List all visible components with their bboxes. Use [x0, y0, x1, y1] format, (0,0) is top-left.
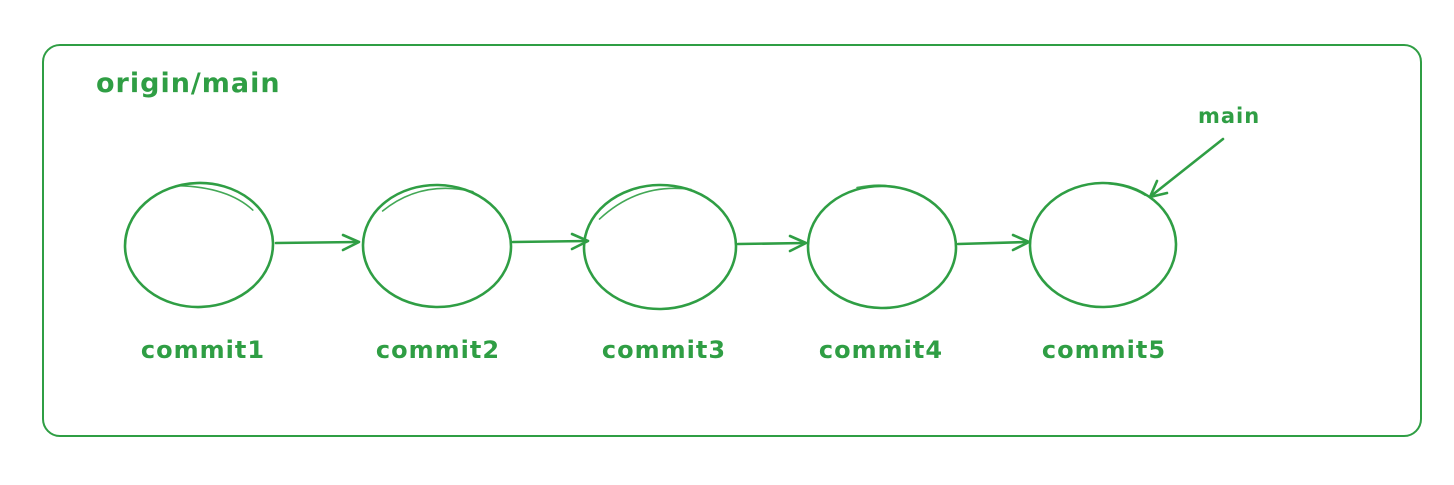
commit-node-3 [582, 183, 738, 311]
origin-main-frame [42, 44, 1422, 437]
commit-edge-arrow-4 [956, 233, 1031, 252]
main-pointer-label: main [1198, 104, 1261, 128]
commit-node-4 [806, 184, 958, 310]
commit-node-5 [1028, 181, 1178, 309]
commit-node-1 [123, 181, 275, 309]
commit-edge-arrow-3 [736, 234, 808, 253]
commit-label-5: commit5 [1041, 336, 1167, 364]
commit-label-3: commit3 [601, 336, 727, 364]
main-pointer-arrow [1148, 137, 1225, 199]
commit-label-4: commit4 [818, 336, 944, 364]
branch-label: origin/main [96, 68, 281, 99]
commit-edge-arrow-2 [511, 232, 590, 251]
commit-node-2 [361, 183, 513, 309]
commit-edge-arrow-1 [274, 233, 361, 252]
commit-label-1: commit1 [140, 336, 266, 364]
commit-label-2: commit2 [375, 336, 501, 364]
